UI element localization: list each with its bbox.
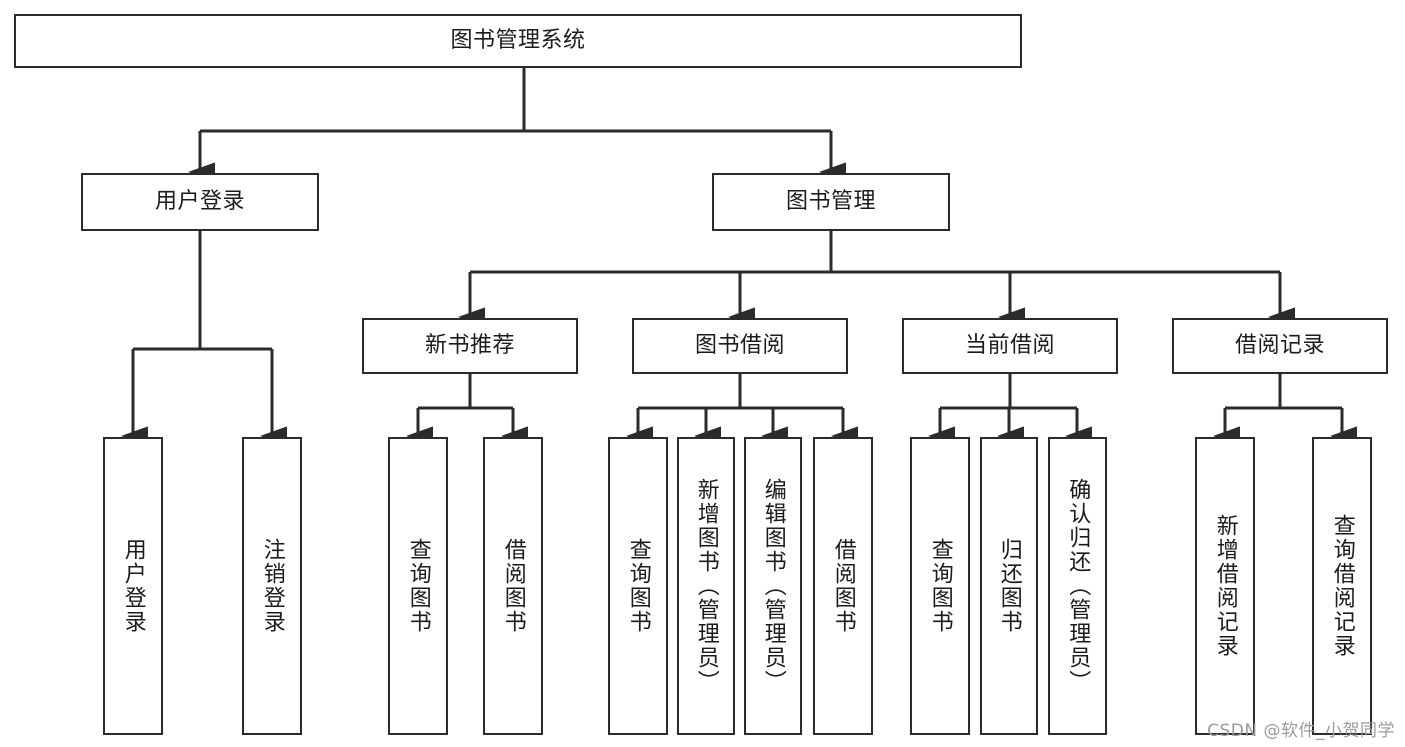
node-label: 查询借阅记录 xyxy=(1329,514,1355,658)
node-current-borrow[interactable]: 当前借阅 xyxy=(902,318,1118,374)
node-book-management[interactable]: 图书管理 xyxy=(712,173,950,231)
node-label: 用户登录 xyxy=(120,538,146,634)
watermark-label: CSDN @软件_小贺同学 xyxy=(1207,721,1395,741)
node-leaf-confirm-return-admin[interactable]: 确认归还（管理员） xyxy=(1048,437,1107,735)
node-leaf-return-book[interactable]: 归还图书 xyxy=(980,437,1038,735)
node-leaf-query-book-borrow[interactable]: 查询图书 xyxy=(608,437,668,735)
node-label: 借阅图书 xyxy=(830,538,856,634)
node-label: 注销登录 xyxy=(259,538,285,634)
node-user-login[interactable]: 用户登录 xyxy=(81,173,319,231)
node-label: 图书借阅 xyxy=(694,332,785,358)
node-label: 查询图书 xyxy=(625,538,651,634)
node-label: 新书推荐 xyxy=(424,332,515,358)
node-leaf-query-book-current[interactable]: 查询图书 xyxy=(910,437,970,735)
node-label: 当前借阅 xyxy=(964,332,1055,358)
node-label: 新增图书（管理员） xyxy=(693,478,719,694)
node-leaf-borrow-book-recommend[interactable]: 借阅图书 xyxy=(483,437,543,735)
node-leaf-logout[interactable]: 注销登录 xyxy=(242,437,302,735)
node-borrow-record[interactable]: 借阅记录 xyxy=(1172,318,1388,374)
node-leaf-add-book-admin[interactable]: 新增图书（管理员） xyxy=(677,437,735,735)
node-label: 查询图书 xyxy=(405,538,431,634)
node-leaf-borrow-book[interactable]: 借阅图书 xyxy=(813,437,873,735)
node-leaf-query-borrow-record[interactable]: 查询借阅记录 xyxy=(1312,437,1372,735)
node-leaf-user-login[interactable]: 用户登录 xyxy=(103,437,163,735)
node-new-book-recommend[interactable]: 新书推荐 xyxy=(362,318,578,374)
node-label: 归还图书 xyxy=(996,538,1022,634)
node-label: 借阅记录 xyxy=(1234,332,1325,358)
node-leaf-add-borrow-record[interactable]: 新增借阅记录 xyxy=(1195,437,1255,735)
node-label: 借阅图书 xyxy=(500,538,526,634)
node-book-borrow[interactable]: 图书借阅 xyxy=(632,318,848,374)
node-label: 新增借阅记录 xyxy=(1212,514,1238,658)
node-root[interactable]: 图书管理系统 xyxy=(14,14,1022,68)
node-leaf-query-book-recommend[interactable]: 查询图书 xyxy=(388,437,448,735)
node-label: 用户登录 xyxy=(154,188,245,214)
node-leaf-edit-book-admin[interactable]: 编辑图书（管理员） xyxy=(744,437,802,735)
node-label: 图书管理系统 xyxy=(450,27,586,53)
node-label: 编辑图书（管理员） xyxy=(760,478,786,694)
node-label: 确认归还（管理员） xyxy=(1065,478,1091,694)
node-label: 查询图书 xyxy=(927,538,953,634)
node-label: 图书管理 xyxy=(785,188,876,214)
